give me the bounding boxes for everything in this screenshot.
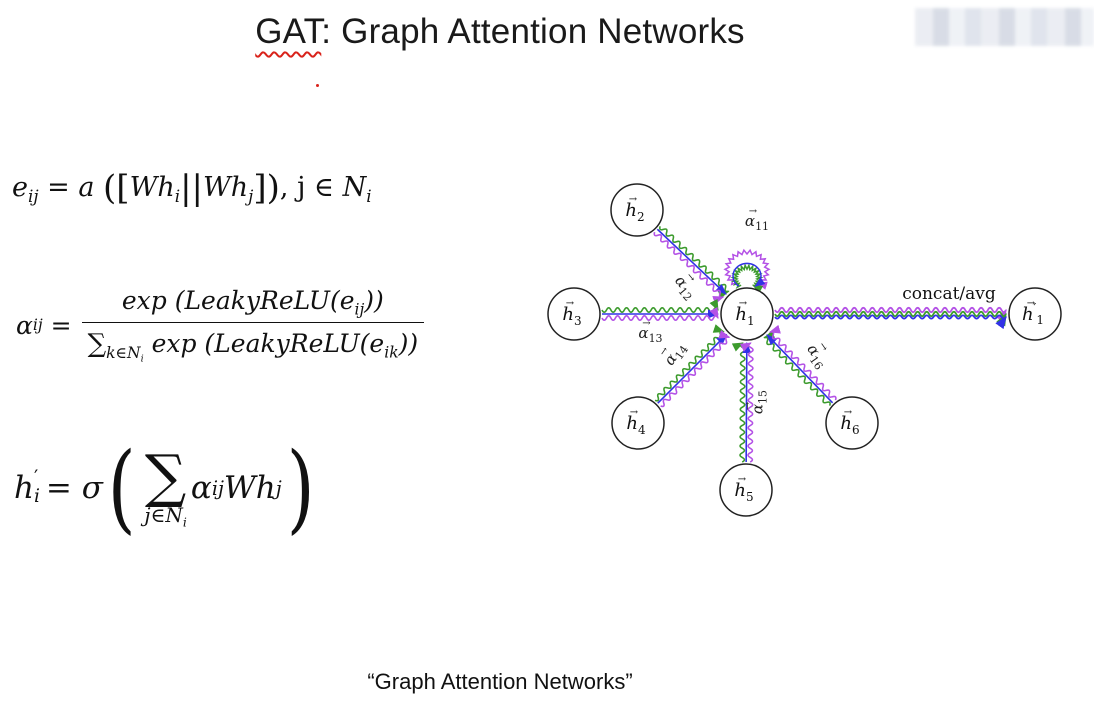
vector-arrow-icon: → [739, 298, 748, 309]
svg-text:h4: h4 [626, 413, 646, 437]
vector-arrow-icon: → [738, 474, 747, 485]
node-h2: h2→ [610, 183, 664, 237]
edge-2-to-1 [653, 226, 730, 305]
vector-arrow-icon: → [630, 407, 639, 418]
caption: “Graph Attention Networks” [367, 669, 633, 694]
vector-arrow-icon: → [642, 318, 651, 329]
svg-text:h3: h3 [562, 304, 581, 328]
title-prefix: GAT [255, 12, 322, 51]
vector-arrow-icon: → [749, 206, 758, 217]
edge-label-alpha-15: α15 [749, 390, 770, 414]
edge-label-alpha-11: α11 [745, 212, 769, 233]
svg-text:h6: h6 [840, 413, 859, 437]
edge-3-to-1 [601, 298, 720, 321]
edge-label-alpha-13: α13 [638, 324, 662, 345]
vector-arrow-icon: → [743, 401, 754, 410]
svg-text:h5: h5 [734, 480, 753, 504]
edge-6-to-1 [763, 324, 837, 406]
slide-title: GAT: Graph Attention Networks [0, 12, 1000, 52]
vector-arrow-icon: → [844, 407, 853, 418]
blurred-watermark [915, 8, 1094, 46]
node-h4: h4→ [611, 396, 665, 450]
vector-arrow-icon: → [566, 298, 575, 309]
output-edge [774, 306, 1007, 330]
edge-4-to-1 [654, 324, 731, 408]
edge-5-to-1 [731, 341, 754, 463]
node-h5: h5→ [719, 463, 773, 517]
output-edge-label: concat/avg [902, 284, 996, 304]
vector-arrow-icon: → [629, 194, 638, 205]
node-h1: h1→ [720, 287, 774, 341]
node-h3: h3→ [547, 287, 601, 341]
svg-text:h1: h1 [735, 304, 754, 328]
red-dot-mark [316, 84, 319, 87]
self-loop-edge [723, 248, 771, 294]
svg-text:h2: h2 [625, 200, 644, 224]
equation-attention-coefficient: eij = a ([Whi||Whj]), j ∈ Ni [12, 168, 372, 208]
vector-arrow-icon: → [1027, 298, 1036, 309]
title-rest: : Graph Attention Networks [321, 12, 745, 51]
svg-text:h′1: h′1 [1022, 301, 1044, 327]
node-h1-prime: h′1→ [1008, 287, 1062, 341]
node-h6: h6→ [825, 396, 879, 450]
softmax-fraction: exp (LeakyReLU(eij)) ∑k∈Ni exp (LeakyReL… [81, 286, 425, 364]
attention-graph-diagram: α12→α13→α14→α15→α16→α11→concat/avgh1→h2→… [547, 183, 1062, 517]
